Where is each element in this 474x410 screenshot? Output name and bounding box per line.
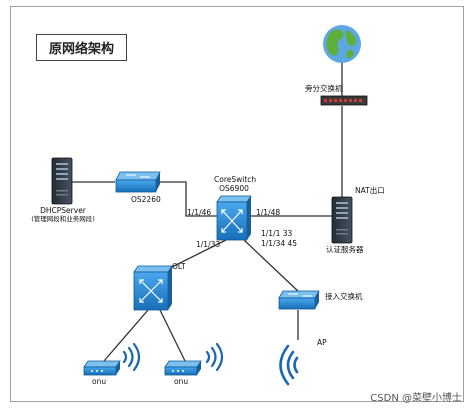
onu-left-label: onu bbox=[92, 377, 107, 386]
watermark: CSDN @菜壁小博士 bbox=[370, 393, 462, 404]
onu-right-icon bbox=[164, 360, 202, 376]
link-core-olt bbox=[169, 239, 227, 269]
onu-left-wifi-icon bbox=[122, 342, 141, 372]
port-core-right: 1/1/48 bbox=[256, 208, 281, 217]
port-core-left: 1/1/46 bbox=[187, 208, 212, 217]
onu-right-label: onu bbox=[174, 377, 189, 386]
dhcp-server-note: (管理网段和业务网段) bbox=[31, 214, 95, 223]
access-switch-label: 接入交换机 bbox=[325, 292, 363, 301]
onu-left-icon bbox=[83, 360, 121, 376]
port-core-bottom-left: 1/1/33 bbox=[196, 240, 221, 249]
link-os2260-core bbox=[158, 181, 217, 217]
core-switch-label: CoreSwitch OS6900 bbox=[214, 175, 257, 193]
bypass-switch-label: 旁分交换机 bbox=[305, 84, 343, 93]
diagram-title: 原网络架构 bbox=[36, 34, 127, 61]
onu-right-wifi-icon bbox=[205, 342, 224, 372]
bypass-switch-icon bbox=[320, 95, 368, 106]
nat-server-label: NAT出口 bbox=[355, 186, 385, 195]
auth-server-label: 认证服务器 bbox=[326, 245, 364, 254]
core-switch-icon bbox=[216, 195, 252, 241]
ap-wifi-icon bbox=[279, 344, 299, 386]
dhcp-server-name: DHCPServer bbox=[40, 206, 86, 215]
dhcp-server-label: DHCPServer (管理网段和业务网段) bbox=[30, 206, 96, 223]
os2260-switch-icon bbox=[115, 171, 161, 193]
core-switch-name: CoreSwitch bbox=[214, 175, 257, 184]
os2260-label: OS2260 bbox=[131, 195, 161, 204]
ap-label: AP bbox=[317, 338, 327, 347]
link-olt-onu-left bbox=[103, 309, 149, 362]
dhcp-server-icon bbox=[51, 157, 73, 205]
internet-globe-icon bbox=[323, 25, 361, 63]
link-core-access bbox=[243, 239, 301, 294]
port-core-bottom-right-1: 1/1/1 33 bbox=[261, 229, 293, 238]
olt-icon bbox=[133, 265, 173, 311]
port-core-bottom-right-2: 1/1/34 45 bbox=[261, 239, 298, 248]
access-switch-icon bbox=[278, 290, 320, 310]
core-switch-model: OS6900 bbox=[219, 183, 249, 193]
auth-server-icon bbox=[331, 196, 353, 244]
olt-label: OLT bbox=[172, 262, 186, 271]
link-olt-onu-right bbox=[159, 309, 186, 362]
links bbox=[72, 62, 343, 362]
